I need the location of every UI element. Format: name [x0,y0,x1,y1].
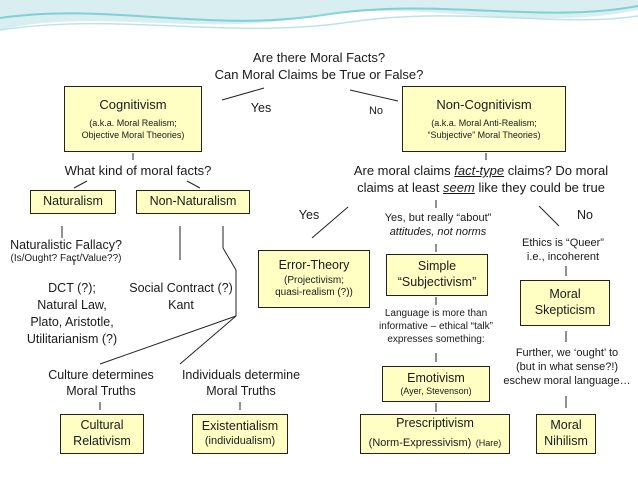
social-contract-line-2: Kant [168,297,194,312]
naturalist-theories-line-4: Utilitarianism (?) [26,331,118,346]
no-label-mid: No [577,208,593,222]
non-naturalism-label: Non-Naturalism [149,194,237,209]
what-kind-question: What kind of moral facts? [64,163,212,178]
fact-type-part-3: claims at least [357,179,444,195]
seem-emphasis: seem [443,179,475,195]
fact-type-question: Are moral claims fact-type claims? Do mo… [336,163,626,196]
error-theory-box: Error-Theory (Projectivism; quasi-realis… [258,250,370,308]
naturalist-theories-line-2: Natural Law, [37,297,107,312]
simple-subjectivism-line-2: “Subjectivism” [397,275,477,289]
individuals-determine-line-1: Individuals determine [181,368,301,382]
further-note-line-1: Further, we ‘ought’ to [515,347,619,359]
language-note-line-3: expresses something: [387,333,485,345]
moral-skepticism-line-2: Skepticism [534,303,596,317]
yes-label-mid: Yes [298,208,320,222]
further-note-line-2: (but in what sense?!) [515,361,619,374]
error-theory-line-2: (Projectivism; [283,274,344,286]
emotivism-box: Emotivism (Ayer, Stevenson) [382,366,490,402]
main-question-line-2: Can Moral Claims be True or False? [214,66,424,82]
further-note: Further, we ‘ought’ to (but in what sens… [500,346,634,388]
language-note-line-2: informative – ethical “talk” [379,320,493,332]
decorative-header-wave [0,0,638,31]
moral-skepticism-line-1: Moral [549,287,581,302]
non-cognitivism-sub-2: “Subjective” Moral Theories) [427,129,541,140]
prescriptivism-hare: (Hare) [475,437,502,448]
individuals-determine-line-2: Moral Truths [206,384,276,398]
cultural-relativism-line-1: Cultural [80,418,124,433]
emotivism-sub: (Ayer, Stevenson) [400,386,472,397]
naturalistic-fallacy-line-1: Naturalistic Fallacy? [10,238,122,252]
naturalistic-fallacy: Naturalistic Fallacy? (Is/Ought? Fact/Va… [4,237,128,266]
emotivism-title: Emotivism [407,370,465,385]
cognitivism-sub-2: Objective Moral Theories) [81,129,185,140]
existentialism-line-2: (individualism) [204,434,276,447]
simple-subjectivism-box: Simple “Subjectivism” [386,254,488,296]
non-cognitivism-box: Non-Cognitivism (a.k.a. Moral Anti-Reali… [402,86,566,152]
error-theory-title: Error-Theory [278,258,350,273]
cultural-relativism-line-2: Relativism [73,434,131,448]
fact-type-part-1: Are moral claims [353,163,455,178]
ethics-queer: Ethics is “Queer” i.e., incoherent [508,236,618,264]
individuals-determine: Individuals determine Moral Truths [170,367,312,399]
naturalist-theories: DCT (?); Natural Law, Plato, Aristotle, … [2,280,142,348]
prescriptivism-box: Prescriptivism (Norm-Expressivism) (Hare… [360,414,510,454]
cognitivism-title: Cognitivism [99,97,167,113]
moral-nihilism-line-1: Moral [550,418,582,433]
ethics-queer-line-1: Ethics is “Queer” [522,237,604,249]
prescriptivism-title: Prescriptivism [396,416,474,431]
no-label-top: No [368,105,384,117]
yes-but-attitudes: Yes, but really “about” attitudes, not n… [376,211,500,239]
cognitivism-sub-1: (a.k.a. Moral Realism; [89,118,177,129]
language-note-line-1: Language is more than [384,308,488,319]
naturalism-box: Naturalism [30,190,116,214]
moral-nihilism-box: Moral Nihilism [536,414,596,454]
social-contract-line-1: Social Contract (?) [129,281,233,295]
cultural-relativism-box: Cultural Relativism [60,414,144,454]
naturalist-theories-line-1: DCT (?); [48,281,96,295]
culture-determines-line-1: Culture determines [48,368,154,382]
moral-nihilism-line-2: Nihilism [544,434,588,448]
non-cognitivism-sub-1: (a.k.a. Moral Anti-Realism; [431,118,537,129]
language-note: Language is more than informative – ethi… [364,308,508,346]
yes-but-line-2: attitudes, not norms [389,226,487,239]
naturalist-theories-line-3: Plato, Aristotle, [30,314,114,329]
cognitivism-box: Cognitivism (a.k.a. Moral Realism; Objec… [64,86,202,152]
non-naturalist-theories: Social Contract (?) Kant [126,280,236,314]
non-naturalism-box: Non-Naturalism [136,190,250,214]
existentialism-box: Existentialism (individualism) [192,414,288,454]
further-note-line-3: eschew moral language… [503,375,631,388]
fact-type-part-2: claims? Do moral [504,163,609,178]
ethics-queer-line-2: i.e., incoherent [526,251,600,264]
moral-skepticism-box: Moral Skepticism [520,280,610,326]
naturalism-label: Naturalism [43,194,103,209]
prescriptivism-line-2: (Norm-Expressivism) [368,436,472,449]
existentialism-line-1: Existentialism [201,419,279,434]
naturalistic-fallacy-line-2: (Is/Ought? Fact/Value??) [10,253,122,264]
simple-subjectivism-line-1: Simple [417,259,457,274]
main-question-line-1: Are there Moral Facts? [252,50,386,65]
culture-determines: Culture determines Moral Truths [36,367,166,399]
error-theory-line-3: quasi-realism (?)) [275,287,353,299]
fact-type-emphasis: fact-type [454,163,505,178]
yes-but-line-1: Yes, but really “about” [384,212,492,224]
non-cognitivism-title: Non-Cognitivism [436,97,532,113]
yes-label-top: Yes [250,101,272,115]
main-question: Are there Moral Facts? Can Moral Claims … [190,50,448,83]
fact-type-part-4: like they could be true [474,179,605,195]
culture-determines-line-2: Moral Truths [66,384,136,398]
